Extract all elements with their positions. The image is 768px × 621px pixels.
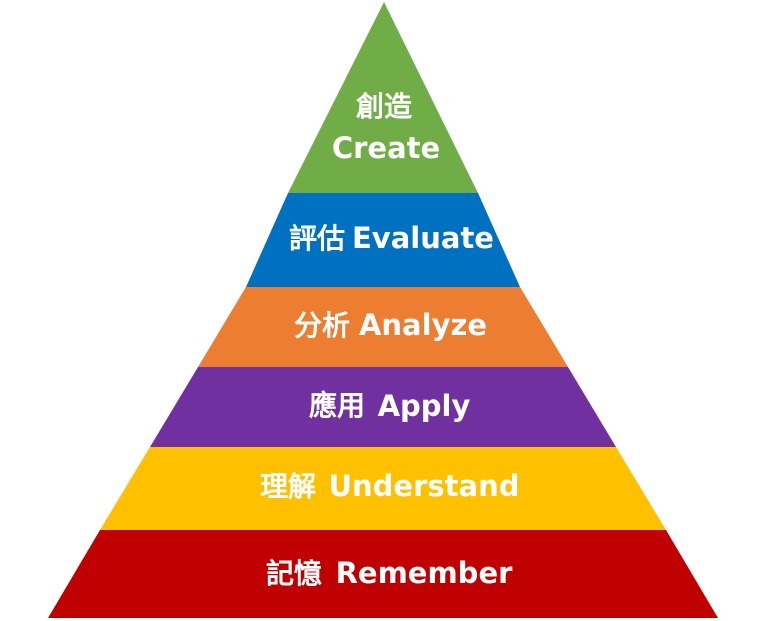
level-evaluate-shape <box>246 193 520 287</box>
level-create-shape <box>288 2 478 193</box>
level-analyze-label-zh: 分析 <box>294 309 350 342</box>
level-remember-label-en: Remember <box>336 556 514 590</box>
level-understand-label-zh: 理解 <box>260 470 316 503</box>
level-analyze-shape <box>198 287 568 367</box>
level-evaluate-label-zh: 評估 <box>289 222 345 255</box>
level-remember: 記憶 Remember <box>48 530 718 618</box>
level-apply-label-zh: 應用 <box>309 389 365 422</box>
level-understand: 理解 Understand <box>100 447 666 530</box>
level-remember-label-zh: 記憶 <box>266 557 322 590</box>
level-evaluate: 評估 Evaluate <box>246 193 520 287</box>
level-understand-shape <box>100 447 666 530</box>
level-create: 創造 Create <box>288 2 478 193</box>
level-understand-label-en: Understand <box>328 469 519 503</box>
level-apply-shape <box>150 367 616 447</box>
level-apply-label-en: Apply <box>378 389 471 423</box>
level-apply: 應用 Apply <box>150 367 616 447</box>
level-remember-shape <box>48 530 718 618</box>
level-create-label-en: Create <box>332 131 440 165</box>
level-analyze-label-en: Analyze <box>359 308 487 342</box>
level-evaluate-label-en: Evaluate <box>352 221 494 255</box>
level-create-label-zh: 創造 <box>356 90 412 123</box>
level-analyze: 分析 Analyze <box>198 287 568 367</box>
